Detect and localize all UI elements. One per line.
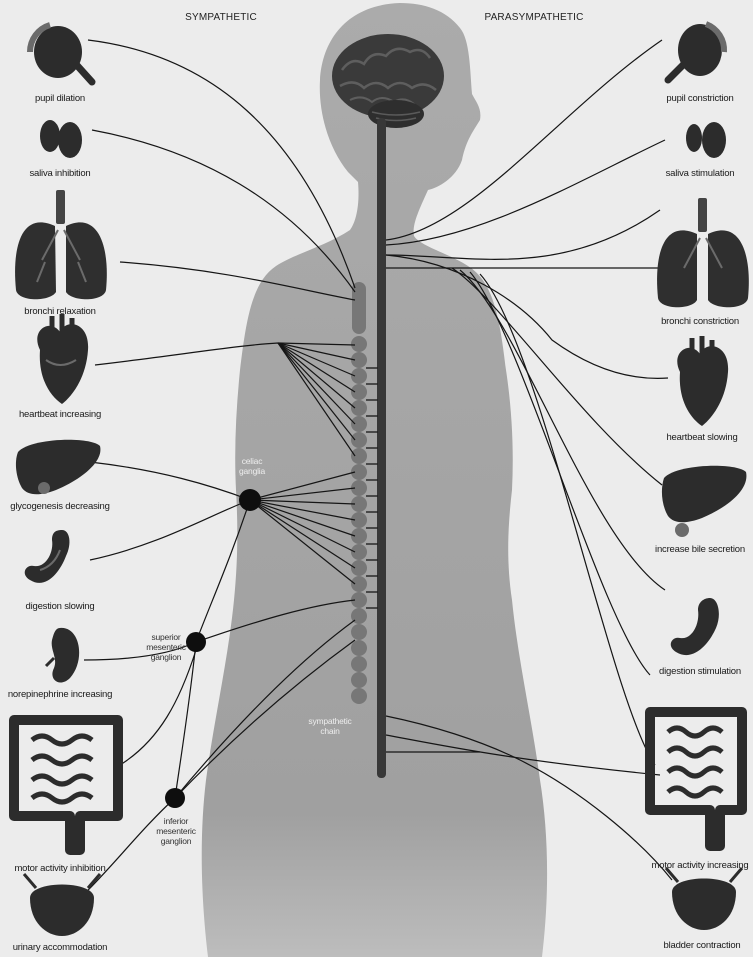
stomach-icon (671, 598, 719, 655)
liver-icon (662, 466, 747, 537)
label-celiac-ganglia: celiac ganglia (239, 456, 265, 476)
label-bronchi-relaxation: bronchi relaxation (24, 306, 95, 317)
spinal-cord (377, 118, 386, 778)
salivary-gland-icon (40, 120, 82, 158)
label-pupil-dilation: pupil dilation (35, 93, 85, 104)
label-digestion-stimulation: digestion stimulation (659, 666, 741, 677)
chain-ganglion (351, 544, 367, 560)
kidney-icon (46, 628, 79, 683)
chain-ganglion (351, 384, 367, 400)
chain-ganglion (351, 432, 367, 448)
intestine-icon (650, 712, 742, 846)
superior-mesenteric-ganglion (186, 632, 206, 652)
bladder-icon (24, 874, 100, 936)
label-norepinephrine-increasing: norepinephrine increasing (8, 689, 112, 700)
label-heartbeat-increasing: heartbeat increasing (19, 409, 101, 420)
label-saliva-stimulation: saliva stimulation (666, 168, 735, 179)
eye-icon (30, 25, 92, 82)
label-urinary-accommodation: urinary accommodation (13, 942, 108, 953)
lungs-icon (15, 190, 107, 299)
label-saliva-inhibition: saliva inhibition (29, 168, 90, 179)
label-heartbeat-slowing: heartbeat slowing (666, 432, 737, 443)
heart-icon (37, 314, 88, 404)
label-sympathetic-chain: sympathetic chain (308, 716, 351, 736)
sympathetic-header: SYMPATHETIC (185, 12, 257, 23)
chain-ganglion (351, 560, 367, 576)
chain-ganglion (351, 368, 367, 384)
inferior-mesenteric-ganglion (165, 788, 185, 808)
chain-ganglion (351, 688, 367, 704)
label-increase-bile-secretion: increase bile secretion (655, 544, 745, 555)
chain-ganglion (351, 448, 367, 464)
label-motor-activity-increasing: motor activity increasing (652, 860, 749, 871)
stomach-icon (25, 530, 70, 583)
chain-ganglion (351, 656, 367, 672)
salivary-gland-icon (686, 122, 726, 158)
eye-icon (668, 24, 724, 80)
chain-ganglion (351, 640, 367, 656)
chain-ganglion (351, 336, 367, 352)
heart-icon (677, 336, 728, 426)
parasympathetic-header: PARASYMPATHETIC (484, 12, 583, 23)
intestine-icon (14, 720, 118, 850)
chain-ganglion (351, 416, 367, 432)
lungs-icon (657, 198, 749, 307)
label-glycogenesis-decreasing: glycogenesis decreasing (10, 501, 109, 512)
chain-ganglion (351, 576, 367, 592)
label-superior-mesenteric-ganglion: superior mesenteric ganglion (146, 632, 186, 662)
label-pupil-constriction: pupil constriction (666, 93, 733, 104)
label-bladder-contraction: bladder contraction (663, 940, 740, 951)
liver-icon (16, 440, 101, 495)
label-motor-activity-inhibition: motor activity inhibition (14, 863, 105, 874)
label-inferior-mesenteric-ganglion: inferior mesenteric ganglion (156, 816, 196, 846)
chain-ganglion (351, 672, 367, 688)
bladder-icon (666, 868, 742, 930)
celiac-ganglion (239, 489, 261, 511)
label-bronchi-constriction: bronchi constriction (661, 316, 739, 327)
label-digestion-slowing: digestion slowing (26, 601, 95, 612)
chain-ganglion (351, 400, 367, 416)
chain-ganglion (351, 624, 367, 640)
